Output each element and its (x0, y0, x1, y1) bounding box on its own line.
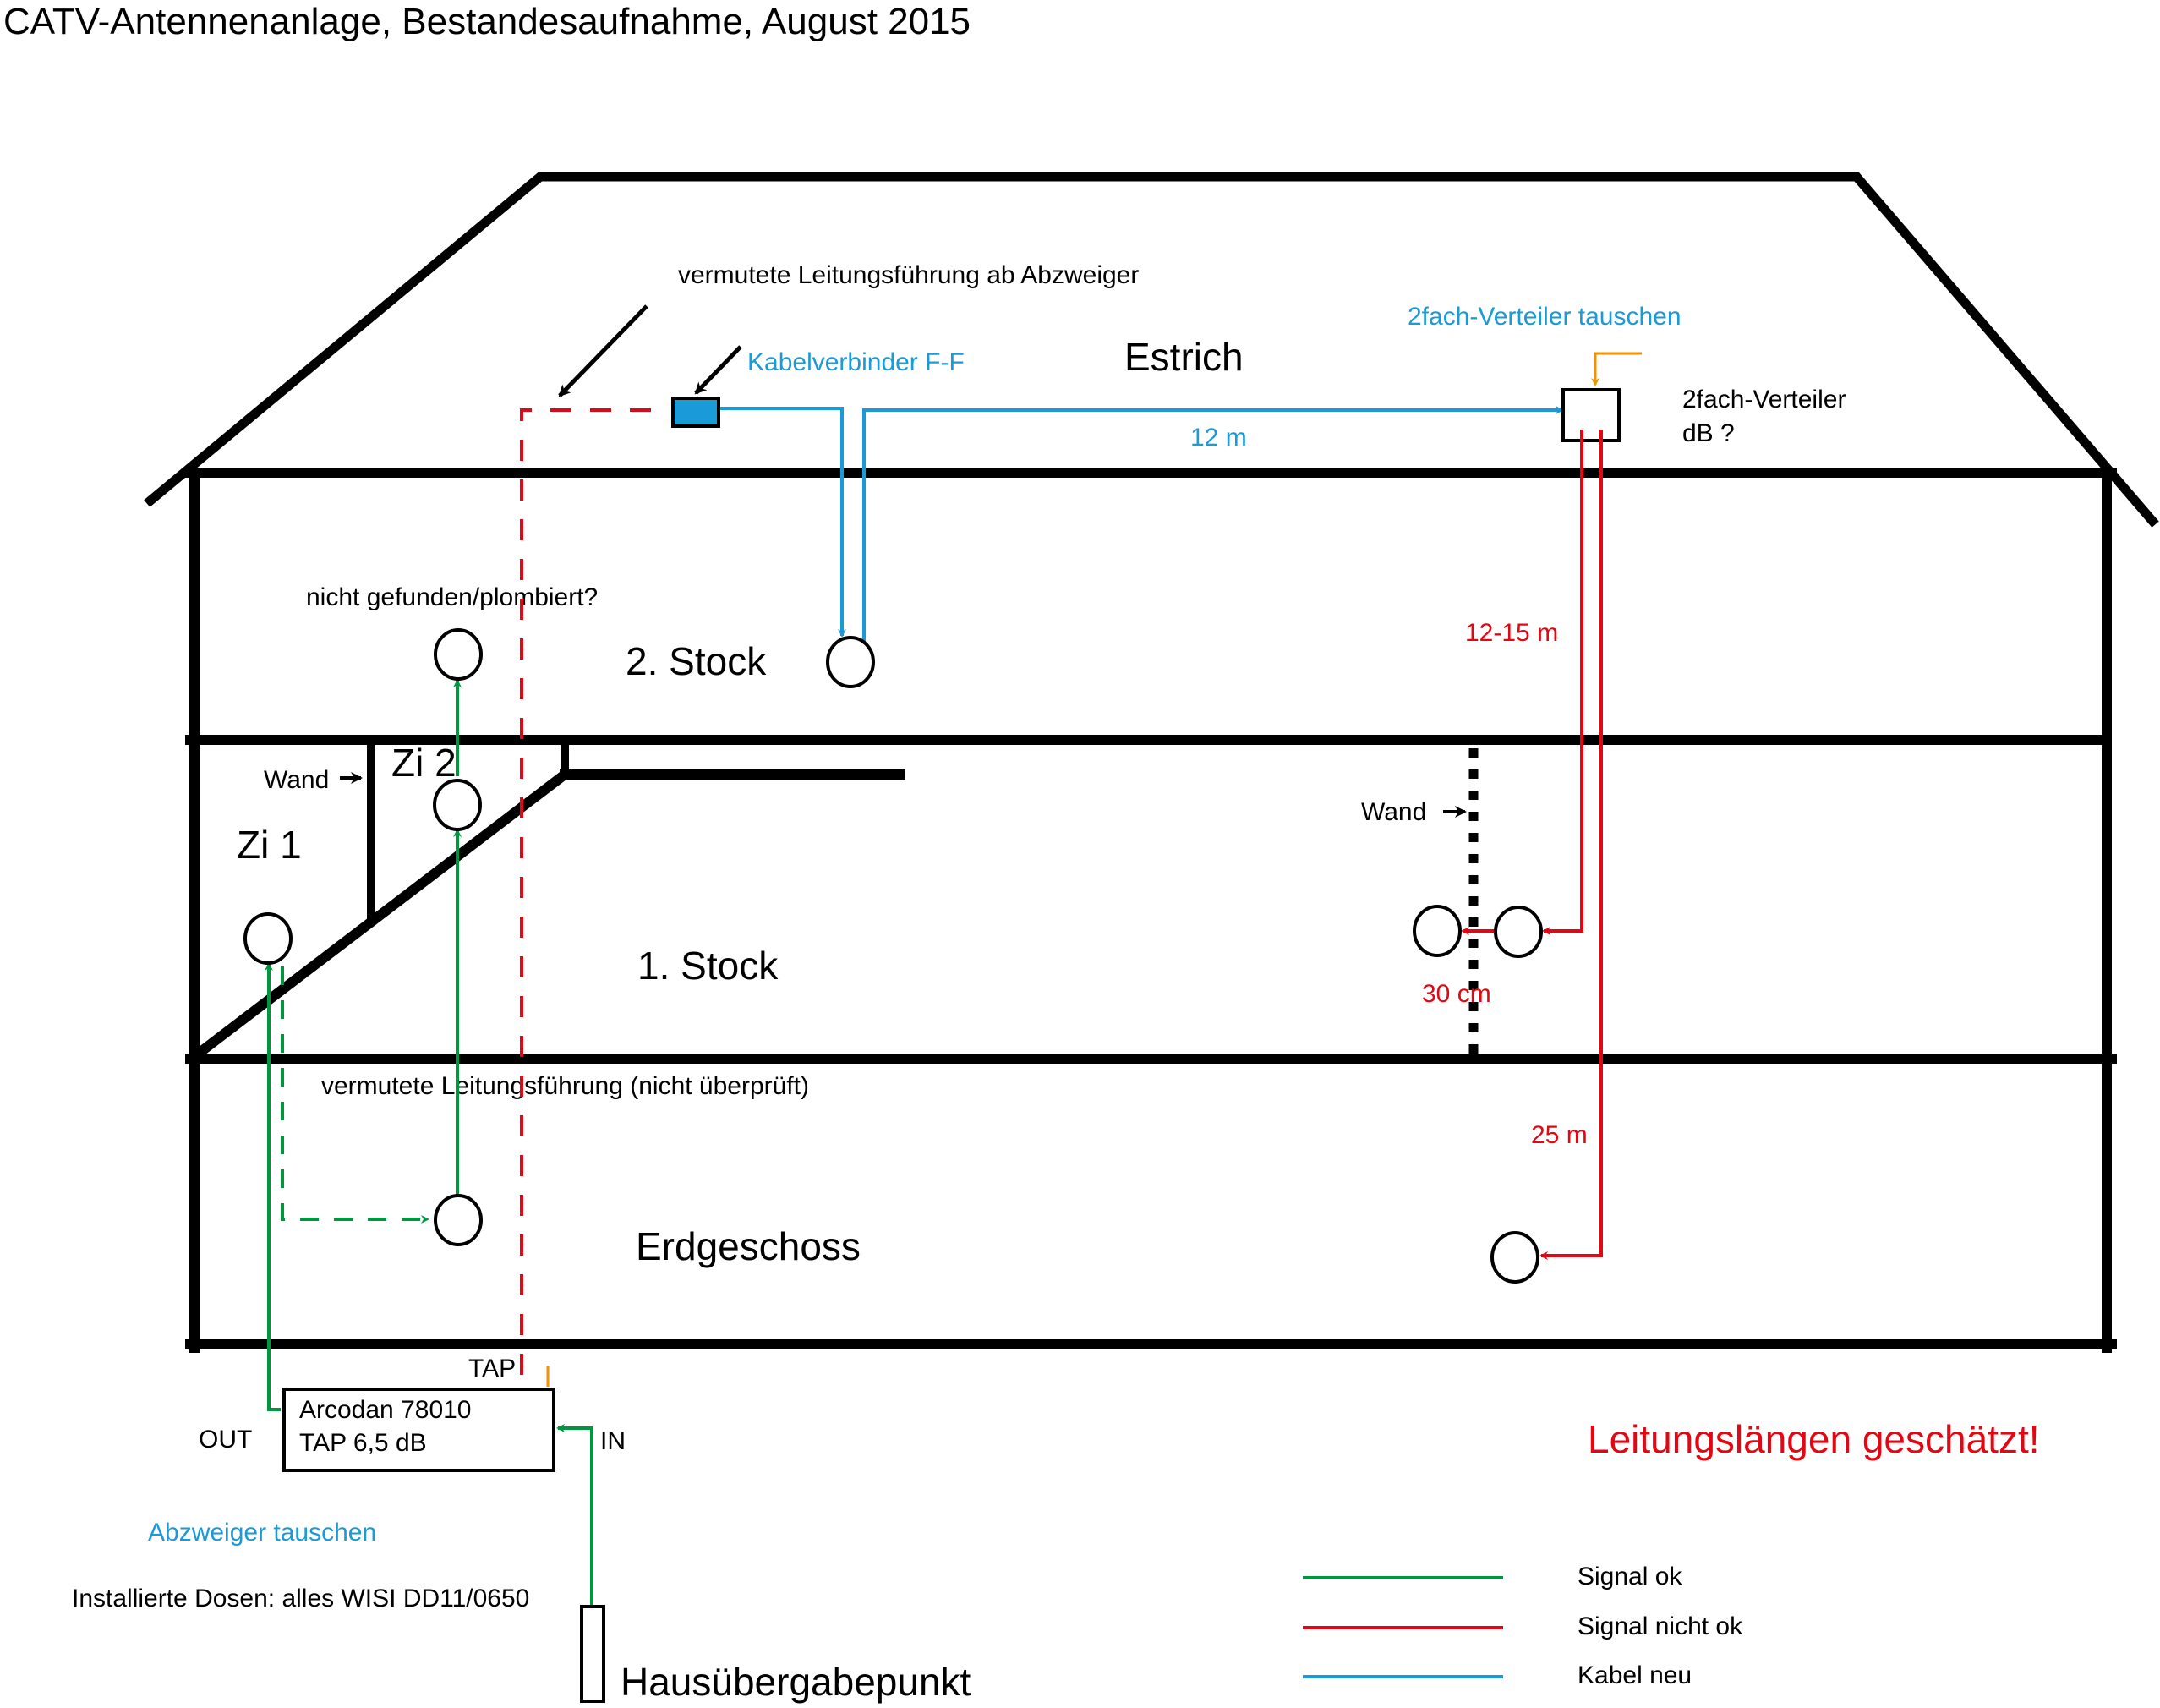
floor-label-attic: Estrich (1124, 335, 1244, 379)
house-structure (144, 172, 2159, 1353)
outlet-1st-floor-right (1494, 906, 1543, 958)
label-suspected-route-unchecked: vermutete Leitungsführung (nicht überprü… (321, 1072, 809, 1100)
tap-port-label: TAP (468, 1355, 516, 1382)
cable-green-out-to-zi1 (265, 962, 281, 1411)
cable-signal-ok (265, 679, 593, 1609)
legend-label-new-cable: Kabel neu (1578, 1661, 1692, 1689)
length-second-floor-drop: 12-15 m (1465, 619, 1558, 647)
label-splitter-db: dB ? (1682, 419, 1735, 447)
cable-connector-box (671, 397, 720, 428)
cable-blue-from-2nd-floor (862, 406, 1564, 643)
cable-red-dashed-suspected (520, 408, 651, 1391)
label-suspected-route-from-tap: vermutete Leitungsführung ab Abzweiger (678, 261, 1139, 289)
legend-label-signal-ok: Signal ok (1578, 1563, 1682, 1590)
label-splitter: 2fach-Verteiler (1682, 386, 1846, 413)
label-replace-splitter: 2fach-Verteiler tauschen (1408, 303, 1682, 331)
tap-device: Arcodan 78010 TAP 6,5 dB TAP OUT IN (199, 1355, 626, 1472)
outlets (243, 628, 1543, 1284)
splitter-box (1561, 388, 1621, 442)
stair-diagonal (189, 767, 572, 1063)
outlet-zi2 (433, 779, 482, 831)
outlet-1st-floor-behind-wall (1413, 905, 1462, 957)
tap-device-spec: TAP 6,5 dB (299, 1429, 427, 1457)
legend: Signal ok Signal nicht ok Kabel neu (1303, 1563, 1743, 1689)
tap-device-box (282, 1388, 555, 1472)
label-not-found: nicht gefunden/plombiert? (306, 583, 598, 611)
label-installed-outlets: Installierte Dosen: alles WISI DD11/0650 (72, 1585, 529, 1612)
label-handover-point: Hausübergabepunkt (621, 1660, 971, 1704)
pointer-arrow-icon (558, 304, 648, 397)
floor-label-second: 2. Stock (626, 639, 767, 683)
label-lengths-estimated: Leitungslängen geschätzt! (1588, 1417, 2040, 1461)
label-replace-tap: Abzweiger tauschen (148, 1519, 376, 1547)
length-attic-run: 12 m (1190, 424, 1247, 452)
wall-label-right: Wand (1361, 798, 1426, 826)
cable-red-to-ground (1539, 430, 1603, 1260)
wall-label-left: Wand (264, 766, 329, 794)
outlet-2nd-floor-left (434, 628, 483, 681)
length-ground-drop: 25 m (1531, 1121, 1588, 1149)
length-wall-gap: 30 cm (1422, 980, 1491, 1008)
floor-label-first: 1. Stock (637, 944, 779, 988)
in-port-label: IN (600, 1427, 626, 1455)
floor-label-ground: Erdgeschoss (636, 1224, 861, 1268)
cable-green-in (556, 1424, 593, 1609)
cable-red-to-1st-floor (1542, 430, 1583, 935)
pointer-arrow-connector-icon (694, 345, 742, 395)
room-label-zi2: Zi 2 (391, 741, 457, 785)
outlet-zi1 (243, 912, 293, 965)
outlet-2nd-floor-right (826, 636, 875, 688)
outlet-ground-right (1490, 1231, 1539, 1284)
cable-green-dashed-suspected (281, 966, 429, 1224)
cable-blue-to-2nd-floor (698, 407, 846, 638)
legend-label-signal-not-ok: Signal nicht ok (1578, 1612, 1743, 1640)
handover-point-box (580, 1605, 605, 1703)
cable-new (698, 406, 1564, 643)
cable-signal-not-ok (520, 408, 1603, 1391)
outlet-ground-left (434, 1194, 483, 1246)
tap-device-model: Arcodan 78010 (299, 1396, 472, 1424)
orange-feed-splitter (1591, 352, 1642, 386)
out-port-label: OUT (199, 1426, 252, 1453)
diagram-title: CATV-Antennenanlage, Bestandesaufnahme, … (3, 1, 971, 42)
room-label-zi1: Zi 1 (237, 823, 302, 867)
label-cable-connector: Kabelverbinder F-F (747, 348, 965, 376)
roof (144, 172, 2159, 528)
